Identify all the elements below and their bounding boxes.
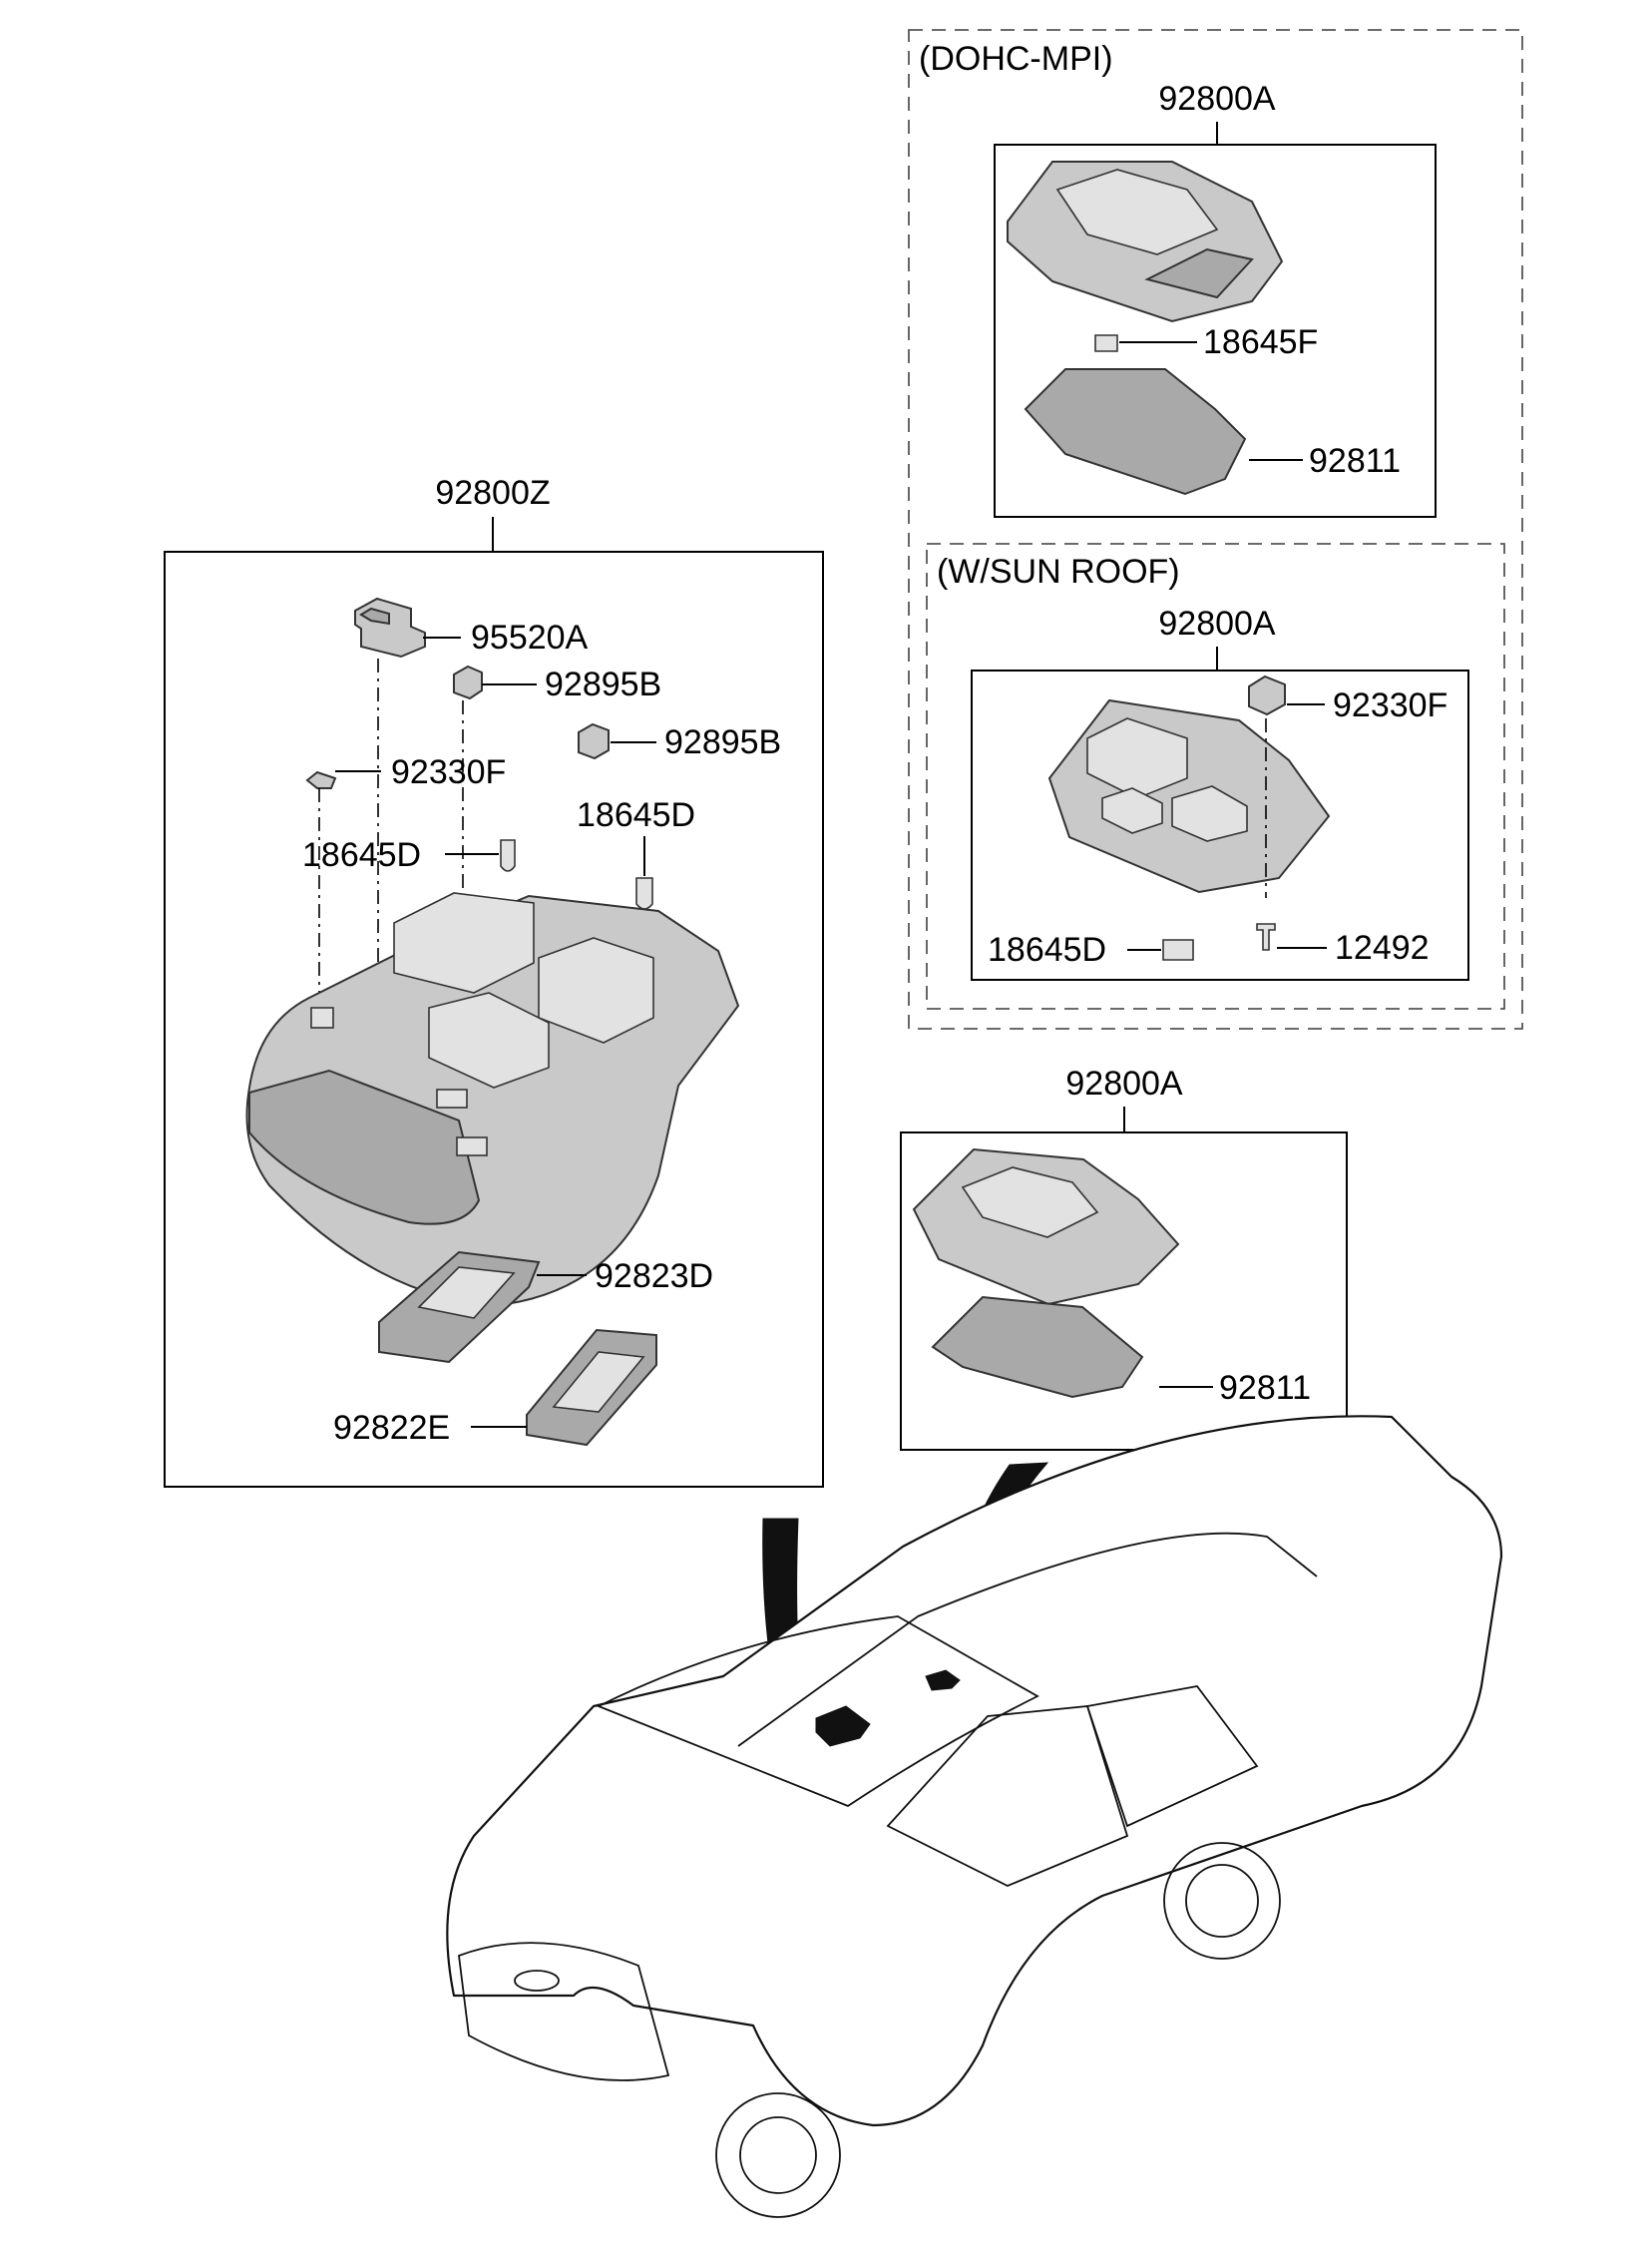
part-12492[interactable]: 12492 xyxy=(1256,923,1430,967)
label-12492: 12492 xyxy=(1335,929,1430,967)
group-dohc-mpi: (DOHC-MPI) 92800A 18645F 92811 xyxy=(908,29,1523,1030)
assembly-box-92800a-dohc xyxy=(994,144,1437,518)
label-92822e: 92822E xyxy=(333,1409,450,1447)
car-rear-wheel xyxy=(1163,1842,1281,1960)
car-rear-hub xyxy=(1185,1864,1259,1938)
car-front-window xyxy=(886,1705,1129,1887)
label-18645d-left: 18645D xyxy=(302,836,421,874)
group-92800z: 92800Z 95520A 92895B 92895B 92330F xyxy=(164,474,824,1488)
car-body xyxy=(446,1415,1503,2127)
assembly-label-92800a-sunroof: 92800A xyxy=(1158,605,1276,643)
label-92811-dohc: 92811 xyxy=(1309,442,1401,480)
assembly-box-92800a-sunroof xyxy=(971,670,1469,981)
sunroof-dashed-box xyxy=(926,543,1505,1010)
car-front-hub xyxy=(739,2116,817,2194)
part-92822e[interactable]: 92822E xyxy=(333,1328,657,1447)
label-18645f: 18645F xyxy=(1203,323,1318,361)
lamp-housing-dohc[interactable] xyxy=(1007,161,1284,323)
part-18645d-sunroof[interactable]: 18645D xyxy=(988,931,1194,969)
part-18645d-right[interactable]: 18645D xyxy=(577,796,695,910)
car-roofline xyxy=(737,1532,1318,1747)
part-92811-dohc[interactable]: 92811 xyxy=(1024,368,1401,496)
part-95520a[interactable]: 95520A xyxy=(354,597,589,659)
group-sunroof: (W/SUN ROOF) 92800A 92330F 18645D 12492 xyxy=(926,543,1505,1010)
part-18645f[interactable]: 18645F xyxy=(1094,323,1318,361)
part-92330f-sunroof[interactable]: 92330F xyxy=(1248,675,1447,724)
label-95520a: 95520A xyxy=(471,619,589,657)
dohc-dashed-box xyxy=(908,29,1523,1030)
car-roof-lamp-marker-front xyxy=(815,1705,871,1747)
assembly-box-92800a-standard xyxy=(900,1131,1348,1451)
car-windshield xyxy=(596,1615,1039,1808)
car-roof-lamp-marker-rear xyxy=(925,1669,961,1691)
assembly-box-92800z xyxy=(164,551,824,1488)
label-92330f-main: 92330F xyxy=(391,753,506,791)
label-92895b-upper: 92895B xyxy=(545,666,661,703)
lamp-housing-92800z[interactable] xyxy=(245,892,740,1307)
car-rear-window xyxy=(1085,1685,1259,1828)
part-92823d[interactable]: 92823D xyxy=(378,1250,713,1364)
part-92895b-lower[interactable]: 92895B xyxy=(578,722,781,761)
part-92811-standard[interactable]: 92811 xyxy=(931,1295,1311,1407)
label-92811-standard: 92811 xyxy=(1219,1369,1311,1407)
lamp-housing-standard[interactable] xyxy=(912,1147,1180,1306)
part-92895b-upper[interactable]: 92895B xyxy=(453,665,661,703)
part-92330f-main[interactable]: 92330F xyxy=(305,753,506,791)
sunroof-condition: (W/SUN ROOF) xyxy=(937,553,1180,591)
car-emblem xyxy=(514,1970,560,1992)
car-front-wheel xyxy=(715,2092,841,2218)
label-92330f-sunroof: 92330F xyxy=(1333,686,1447,724)
car-illustration xyxy=(446,1415,1503,2218)
dohc-condition: (DOHC-MPI) xyxy=(919,40,1113,78)
assembly-label-92800z: 92800Z xyxy=(435,474,550,512)
group-92800a-standard: 92800A 92811 xyxy=(900,1065,1348,1451)
assembly-label-92800a-dohc: 92800A xyxy=(1158,80,1276,118)
lamp-housing-sunroof[interactable] xyxy=(1047,698,1331,894)
label-92823d: 92823D xyxy=(595,1257,713,1295)
label-18645d-sunroof: 18645D xyxy=(988,931,1106,969)
part-18645d-left[interactable]: 18645D xyxy=(302,836,516,874)
assembly-label-92800a-standard: 92800A xyxy=(1065,1065,1183,1103)
label-92895b-lower: 92895B xyxy=(664,723,781,761)
label-18645d-right: 18645D xyxy=(577,796,695,834)
car-grille xyxy=(458,1942,670,2081)
